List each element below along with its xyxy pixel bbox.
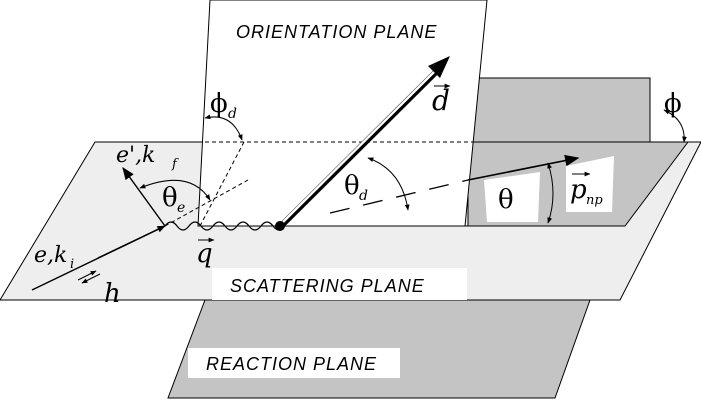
helicity-arrow-1 <box>77 270 97 281</box>
dashed-electron-extension <box>164 179 249 227</box>
theta-symbol: θ <box>498 185 514 215</box>
theta-e-symbol: θ <box>162 183 178 213</box>
d-vector-line-inner <box>282 67 439 223</box>
phi-arc <box>663 109 687 143</box>
theta-d-symbol: θ <box>344 171 360 201</box>
vertex-dot <box>275 221 285 231</box>
orientation-plane-label: ORIENTATION PLANE <box>236 22 437 42</box>
p-np-arrow <box>467 154 580 181</box>
phi-d-arc <box>204 114 243 141</box>
incoming-electron-line-rest <box>97 225 166 259</box>
e-prime-subscript: f <box>171 157 179 172</box>
helicity-label: h <box>104 279 121 309</box>
theta-label-box <box>484 172 540 222</box>
phi-d-symbol: ϕ <box>210 89 228 119</box>
reaction-plane-label: REACTION PLANE <box>206 354 377 374</box>
e-k-subscript: i <box>70 257 74 272</box>
p-np-label-box <box>566 156 614 212</box>
theta-e-arc <box>139 179 211 201</box>
theta-e-subscript: e <box>177 200 185 216</box>
d-vector-line <box>278 65 443 229</box>
phi-d-subscript: d <box>228 106 237 122</box>
reaction-label-box <box>188 348 400 378</box>
virtual-photon-wave <box>164 221 286 231</box>
e-k-label: e,k <box>34 243 67 268</box>
p-np-symbol: p <box>570 175 587 205</box>
theta-arc <box>547 162 554 224</box>
phi-symbol: ϕ <box>664 89 682 119</box>
d-vector-arrowhead <box>428 56 450 78</box>
theta-d-arc <box>367 157 410 211</box>
helicity-arrow-2 <box>81 273 101 284</box>
e-prime-label: e',k <box>116 143 155 168</box>
q-vector-label: q <box>196 239 213 269</box>
scattering-plane-label: SCATTERING PLANE <box>230 276 425 296</box>
dashed-orientation-vertical <box>199 141 245 227</box>
theta-d-subscript: d <box>359 188 368 204</box>
reaction-plane-upper <box>467 77 651 143</box>
p-np-subscript: np <box>586 193 603 208</box>
scattering-label-box <box>212 268 467 300</box>
d-vector-label: d <box>432 84 450 117</box>
